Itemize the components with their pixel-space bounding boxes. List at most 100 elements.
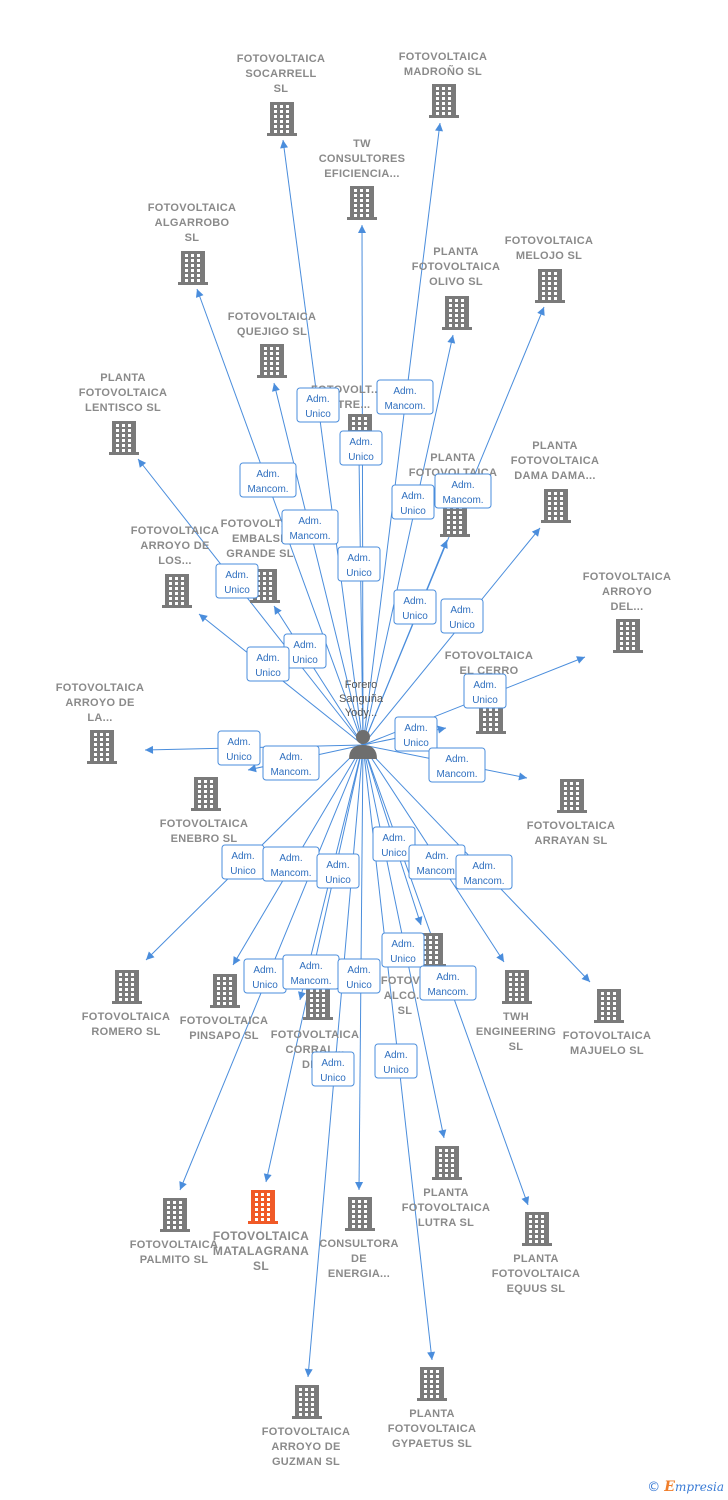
role-badge-matalagrana[interactable]: Adm.Mancom. — [282, 954, 340, 990]
building-window — [529, 1215, 532, 1218]
role-badge-text: Unico — [230, 866, 256, 877]
building-window — [198, 805, 201, 808]
role-badge-enebro[interactable]: Adm.Mancom. — [262, 745, 320, 781]
role-badge-twh[interactable]: Adm.Mancom. — [408, 844, 466, 880]
building-window — [274, 110, 277, 113]
role-badge-madrono[interactable]: Adm.Mancom. — [376, 379, 434, 415]
arrow-head-icon — [199, 614, 208, 623]
role-badge-lentisco[interactable]: Adm.Unico — [215, 563, 259, 599]
role-badge-arroyo-de-la[interactable]: Adm.Unico — [217, 730, 261, 766]
company-label-line: FOTOVOLTAICA — [82, 1011, 171, 1023]
role-badge-equus[interactable]: Adm.Mancom. — [419, 965, 477, 1001]
building-window — [554, 277, 557, 280]
role-badge-olivo[interactable]: Adm.Unico — [391, 484, 435, 520]
role-badge-embalse-grande[interactable]: Adm.Unico — [283, 633, 327, 669]
empresia-logo[interactable]: Empresia — [664, 1479, 724, 1495]
role-badge-romero[interactable]: Adm.Unico — [221, 844, 265, 880]
building-window — [455, 304, 458, 307]
role-badge-consultora[interactable]: Adm.Unico — [337, 958, 381, 994]
role-badge-arrayan[interactable]: Adm.Mancom. — [428, 747, 486, 783]
building-window — [554, 507, 557, 510]
company-node-arroyo-del[interactable]: FOTOVOLTAICAARROYODEL... — [583, 571, 672, 653]
building-window — [451, 1174, 454, 1177]
building-window — [453, 511, 456, 514]
building-window — [210, 805, 213, 808]
role-badge-majuelo[interactable]: Adm.Mancom. — [455, 854, 513, 890]
role-badge-gypaetus[interactable]: Adm.Unico — [374, 1043, 418, 1079]
building-base — [162, 605, 192, 608]
center-person-node[interactable]: ForeroSanguñaYody... — [339, 679, 384, 759]
role-badge-melojo[interactable]: Adm.Mancom. — [434, 473, 492, 509]
building-window — [542, 292, 545, 295]
role-badge-pinsapo[interactable]: Adm.Mancom. — [262, 846, 320, 882]
building-window — [548, 512, 551, 515]
arrow-head-icon — [435, 123, 443, 132]
role-badge-algarrobo[interactable]: Adm.Mancom. — [239, 462, 297, 498]
building-window — [122, 444, 125, 447]
building-window — [229, 982, 232, 985]
role-badge-palmito[interactable]: Adm.Unico — [243, 958, 287, 994]
building-window — [541, 1225, 544, 1228]
role-badge-tw-consultores[interactable]: Adm.Unico — [339, 430, 383, 466]
company-label-line: FOTOVOLTAICA — [130, 1239, 219, 1251]
company-label-line: FOTOVOLTAICA — [399, 51, 488, 63]
building-window — [626, 622, 629, 625]
building-window — [535, 1220, 538, 1223]
role-badge-quejigo[interactable]: Adm.Mancom. — [281, 509, 339, 545]
building-icon — [210, 974, 240, 1008]
role-badge-dama-dama[interactable]: Adm.Unico — [440, 598, 484, 634]
building-window — [274, 105, 277, 108]
company-label-line: FOTOVOLTAICA — [505, 235, 594, 247]
building-window — [560, 492, 563, 495]
building-base — [440, 534, 470, 537]
role-badge-lutra[interactable]: Adm.Unico — [381, 932, 425, 968]
company-node-consultora[interactable]: CONSULTORADEENERGIA... — [319, 1197, 399, 1280]
role-badge-socarrell[interactable]: Adm.Unico — [296, 387, 340, 423]
arrow-head-icon — [518, 772, 527, 781]
role-badge-arroyo-del[interactable]: Adm.Unico — [463, 673, 507, 709]
role-badge-arroyo-de-guzman[interactable]: Adm.Unico — [311, 1051, 355, 1087]
building-window — [131, 988, 134, 991]
building-window — [358, 1215, 361, 1218]
company-node-tw-consultores[interactable]: TWCONSULTORESEFICIENCIA... — [319, 138, 406, 220]
building-window — [495, 708, 498, 711]
building-window — [554, 287, 557, 290]
role-badge-el-cerro[interactable]: Adm.Unico — [394, 716, 438, 752]
role-badge-astre[interactable]: Adm.Unico — [337, 546, 381, 582]
role-badge-arroyo-de-los[interactable]: Adm.Unico — [246, 646, 290, 682]
company-label-line: GUZMAN SL — [272, 1456, 340, 1468]
role-badge-corral[interactable]: Adm.Unico — [316, 853, 360, 889]
role-badge-alco[interactable]: Adm.Unico — [372, 826, 416, 862]
building-window — [445, 1159, 448, 1162]
building-window — [276, 352, 279, 355]
building-base — [594, 1020, 624, 1023]
role-badge-planta-fotovoltaica-v[interactable]: Adm.Unico — [393, 589, 437, 625]
building-window — [613, 1017, 616, 1020]
building-window — [521, 998, 524, 1001]
building-window — [261, 1213, 264, 1216]
footer-brand[interactable]: © Empresia — [647, 1478, 724, 1496]
